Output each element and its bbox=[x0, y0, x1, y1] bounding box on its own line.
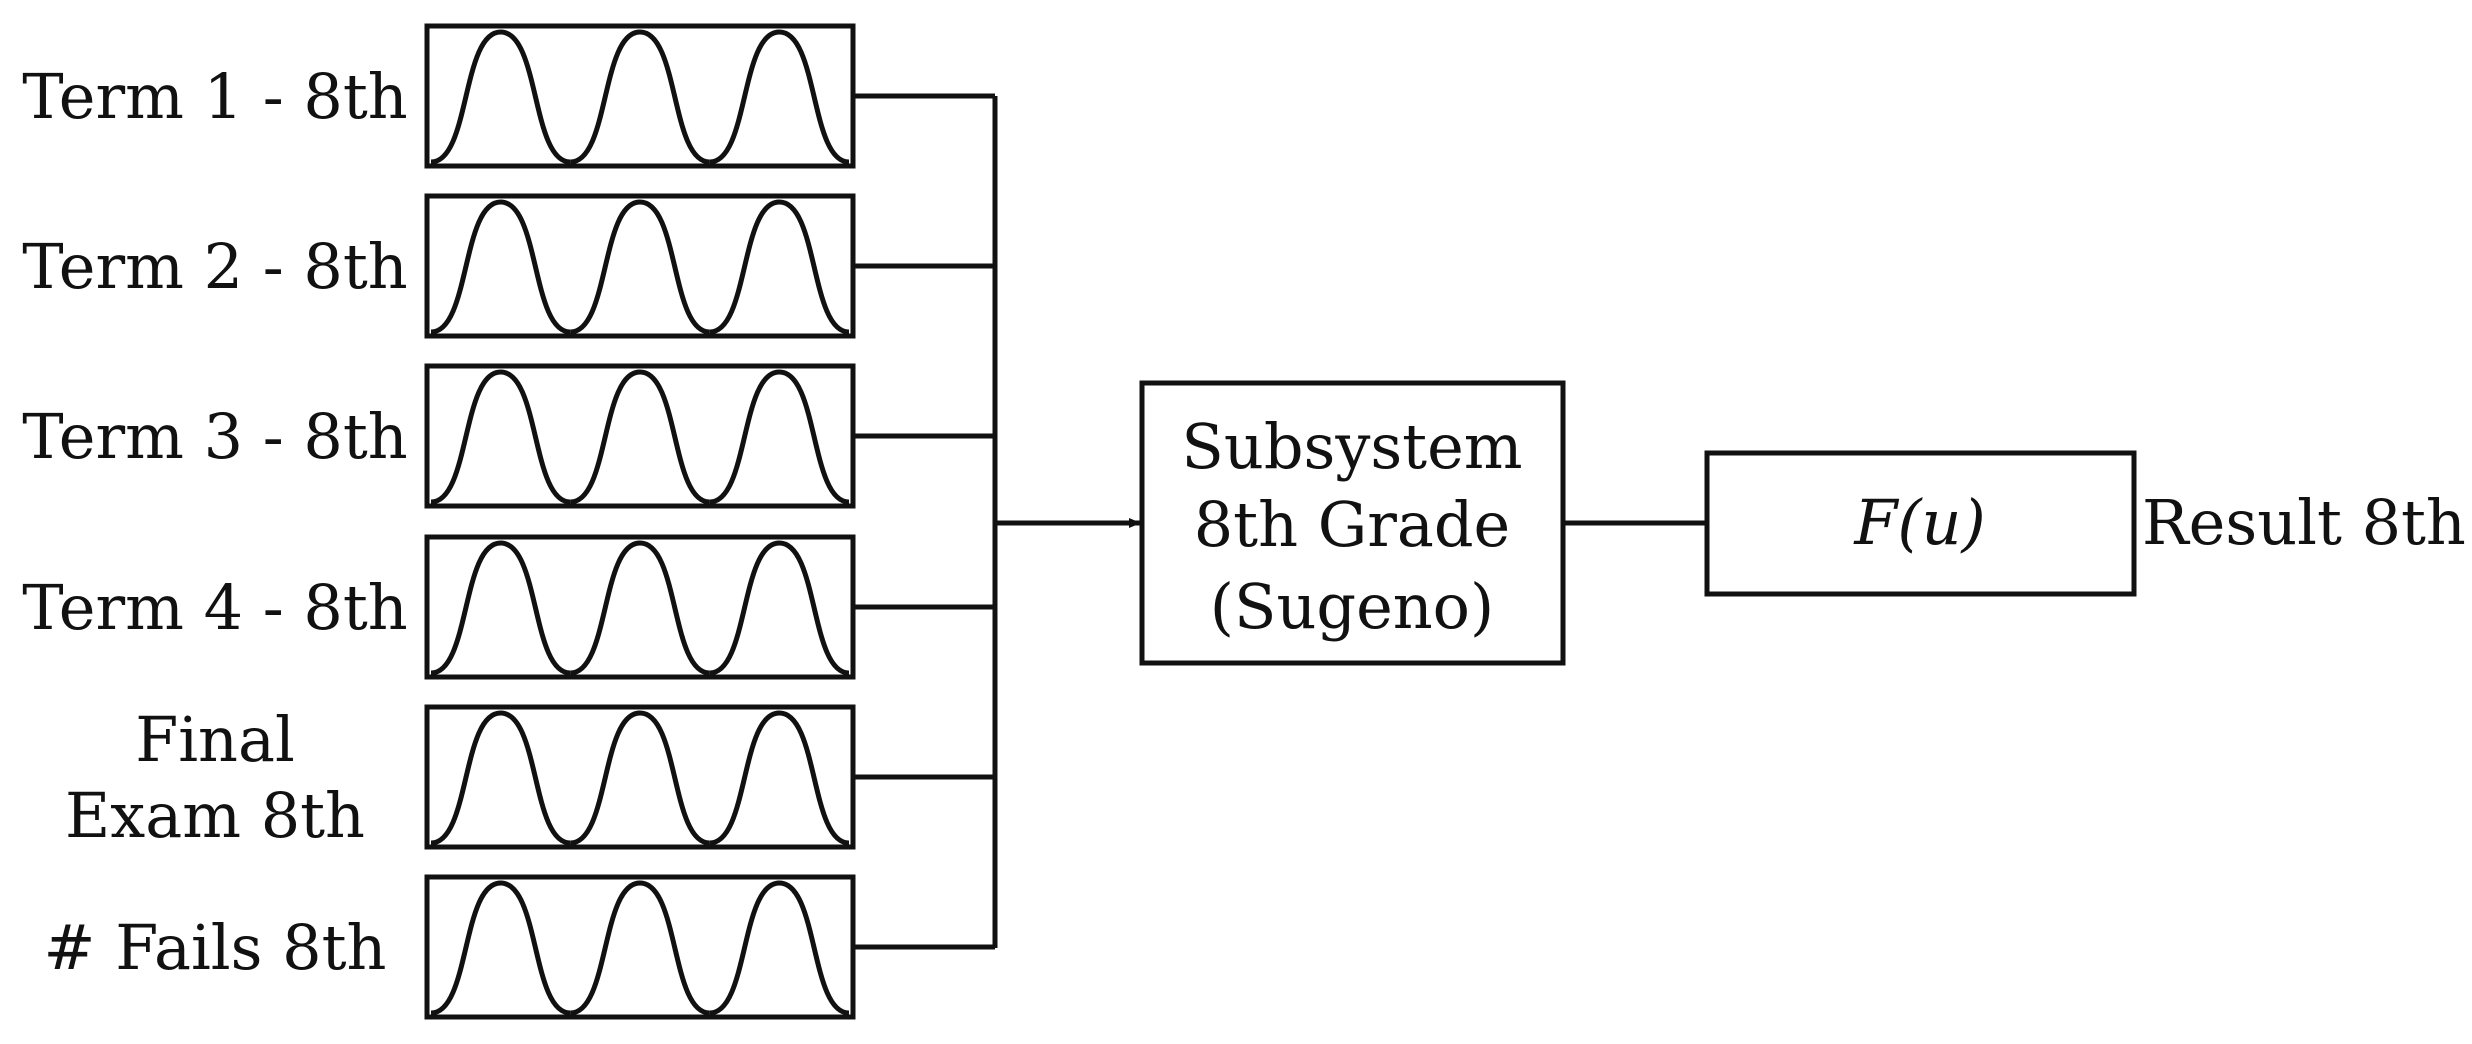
membership-curve bbox=[709, 369, 850, 505]
input-block: Term 1 - 8th bbox=[22, 23, 995, 169]
subsystem-block: Subsystem 8th Grade (Sugeno) bbox=[1139, 380, 1566, 666]
membership-curve bbox=[709, 880, 850, 1016]
membership-function-frame bbox=[424, 193, 856, 339]
input-label: Term 4 - 8th bbox=[22, 571, 407, 644]
input-block: Term 4 - 8th bbox=[22, 534, 995, 680]
membership-curve bbox=[430, 540, 571, 676]
input-block: # Fails 8th bbox=[44, 874, 995, 1020]
input-label: Term 1 - 8th bbox=[22, 60, 407, 133]
subsystem-line-3: (Sugeno) bbox=[1210, 570, 1494, 643]
membership-curve bbox=[430, 29, 571, 165]
membership-curve bbox=[569, 710, 711, 846]
membership-curve bbox=[569, 880, 711, 1016]
input-label: Exam 8th bbox=[65, 779, 365, 852]
input-label: Term 3 - 8th bbox=[22, 400, 407, 473]
function-block: F(u) bbox=[1704, 450, 2137, 597]
membership-curve bbox=[569, 540, 711, 676]
membership-curve bbox=[430, 880, 571, 1016]
membership-function-frame bbox=[424, 363, 856, 509]
function-box bbox=[1704, 450, 2137, 597]
output-label: Result 8th bbox=[2142, 486, 2466, 559]
membership-curve bbox=[569, 199, 711, 335]
membership-curve bbox=[709, 29, 850, 165]
membership-function-frame bbox=[424, 874, 856, 1020]
input-block: Term 2 - 8th bbox=[22, 193, 995, 339]
membership-curve bbox=[430, 710, 571, 846]
input-label: Final bbox=[135, 703, 295, 776]
membership-curve bbox=[709, 710, 850, 846]
membership-curve bbox=[709, 199, 850, 335]
membership-function-frame bbox=[424, 534, 856, 680]
subsystem-line-2: 8th Grade bbox=[1194, 488, 1511, 561]
membership-curve bbox=[569, 29, 711, 165]
membership-curve bbox=[430, 369, 571, 505]
input-label: Term 2 - 8th bbox=[22, 230, 407, 303]
membership-curve bbox=[709, 540, 850, 676]
membership-curve bbox=[430, 199, 571, 335]
subsystem-box bbox=[1139, 380, 1566, 666]
function-label: F(u) bbox=[1853, 486, 1985, 559]
subsystem-line-1: Subsystem bbox=[1181, 410, 1522, 483]
membership-function-frame bbox=[424, 23, 856, 169]
input-label: # Fails 8th bbox=[44, 911, 387, 984]
membership-curve bbox=[569, 369, 711, 505]
membership-function-frame bbox=[424, 704, 856, 850]
input-block: Term 3 - 8th bbox=[22, 363, 995, 509]
